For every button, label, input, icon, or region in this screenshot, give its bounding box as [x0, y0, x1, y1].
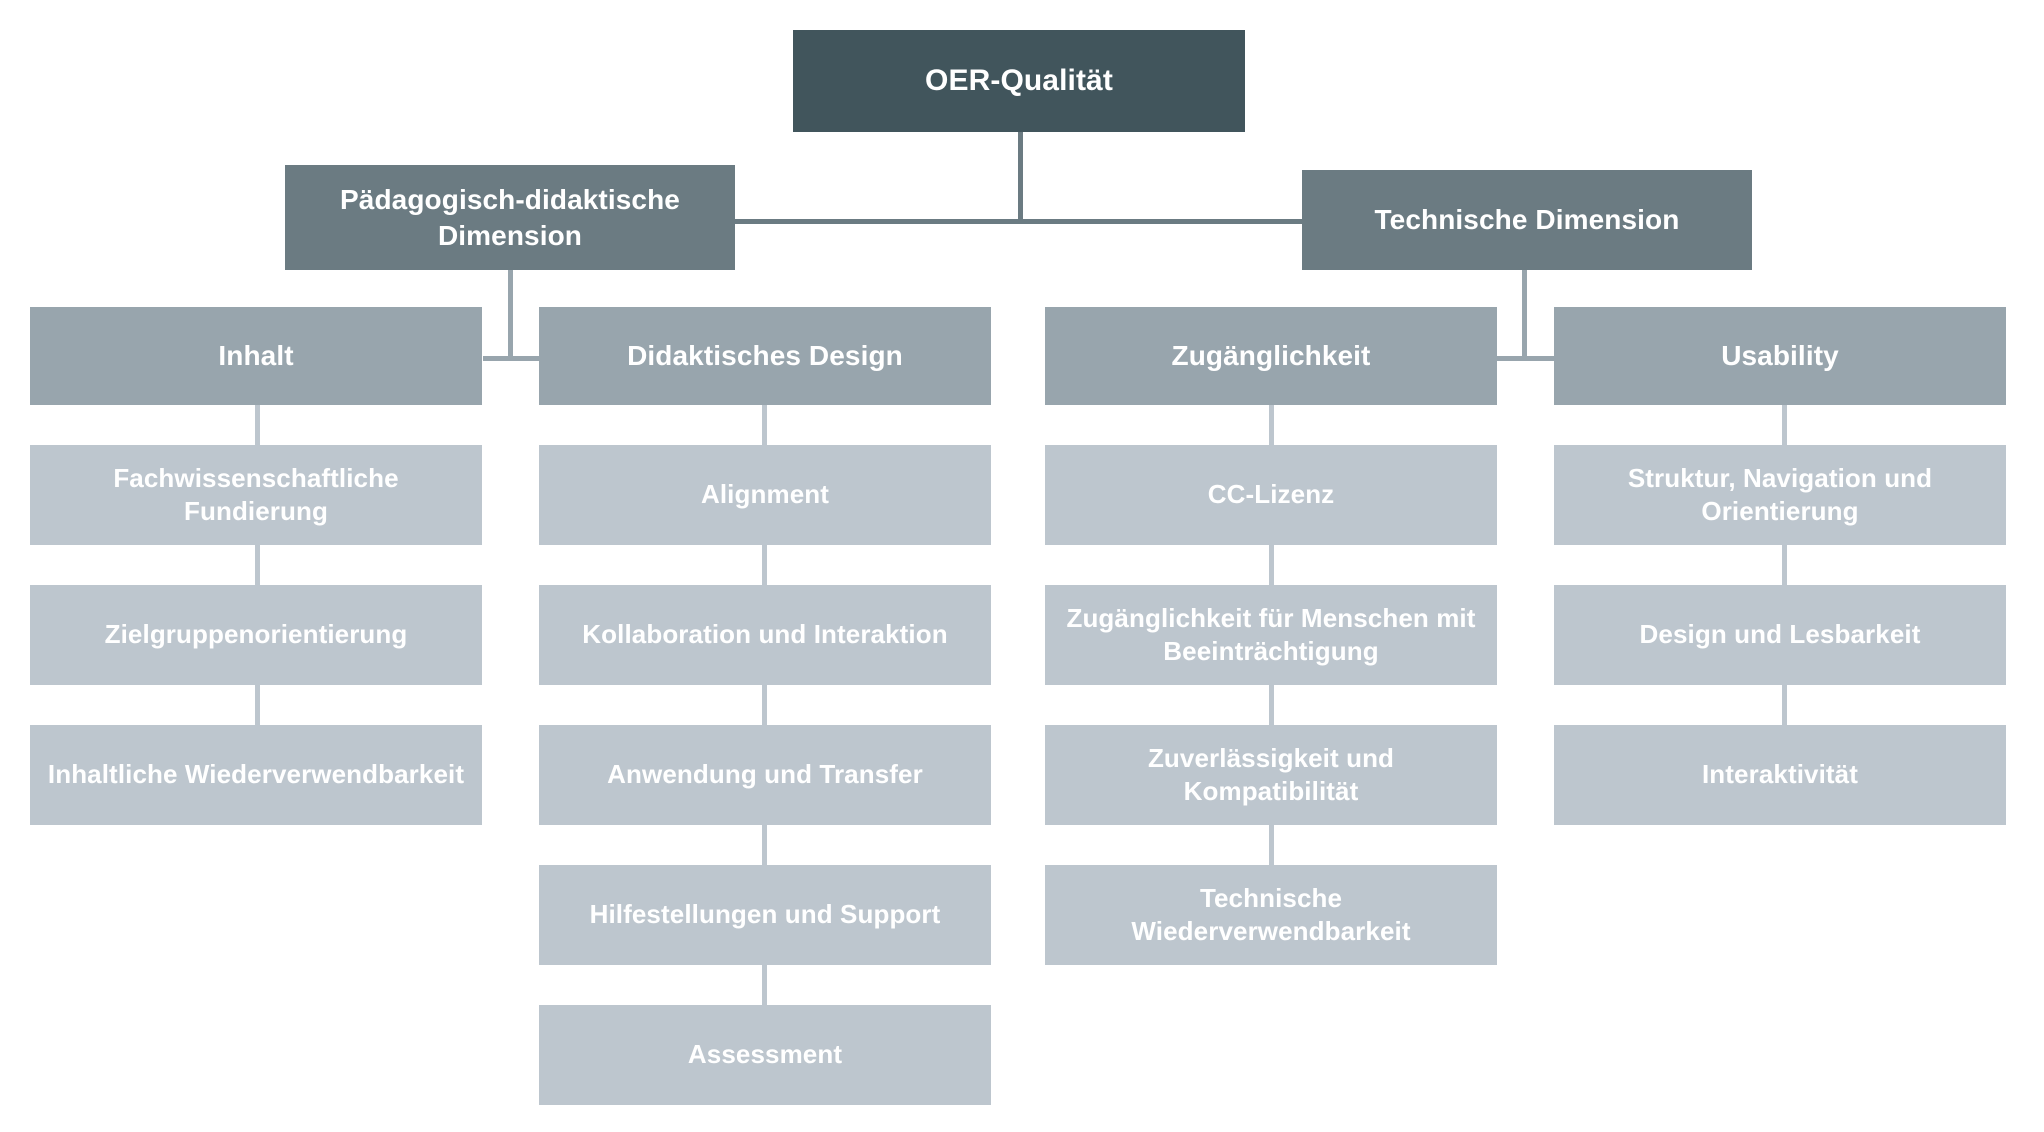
node-label: Zugänglichkeit: [1171, 340, 1371, 372]
leaf-technische-wiederverwendbarkeit[interactable]: Technische Wiederverwendbarkeit: [1045, 865, 1497, 965]
node-technische-dimension[interactable]: Technische Dimension: [1302, 170, 1752, 270]
connector-col3-1: [1269, 405, 1274, 445]
connector-col1-1: [255, 405, 260, 445]
connector-col3-2: [1269, 545, 1274, 585]
connector-col4-2: [1782, 545, 1787, 585]
node-label: Assessment: [687, 1039, 843, 1070]
node-label: Usability: [1721, 340, 1839, 372]
leaf-cc-lizenz[interactable]: CC-Lizenz: [1045, 445, 1497, 545]
leaf-kollaboration-und-interaktion[interactable]: Kollaboration und Interaktion: [539, 585, 991, 685]
node-label: Design und Lesbarkeit: [1639, 619, 1921, 650]
connector-col1-3: [255, 685, 260, 725]
leaf-alignment[interactable]: Alignment: [539, 445, 991, 545]
connector-col2-3: [762, 685, 767, 725]
node-oer-qualitaet[interactable]: OER-Qualität: [793, 30, 1245, 132]
node-label: Zugänglichkeit für Menschen mit Beeinträ…: [1066, 602, 1476, 666]
connector-paed-down: [508, 270, 513, 360]
node-label: Zuverlässigkeit und Kompatibilität: [1147, 742, 1395, 806]
leaf-struktur-navigation-und-orientierung[interactable]: Struktur, Navigation und Orientierung: [1554, 445, 2006, 545]
leaf-zuverlaessigkeit-und-kompatibilitaet[interactable]: Zuverlässigkeit und Kompatibilität: [1045, 725, 1497, 825]
connector-col2-2: [762, 545, 767, 585]
connector-col3-4: [1269, 825, 1274, 865]
node-label: Kollaboration und Interaktion: [582, 619, 948, 650]
node-label: Interaktivität: [1701, 759, 1858, 790]
connector-dimension-spine: [735, 219, 1302, 224]
connector-col2-1: [762, 405, 767, 445]
node-label: CC-Lizenz: [1207, 479, 1335, 510]
node-label: Technische Dimension: [1374, 204, 1680, 236]
node-label: OER-Qualität: [925, 63, 1113, 97]
leaf-fachwissenschaftliche-fundierung[interactable]: Fachwissenschaftliche Fundierung: [30, 445, 482, 545]
node-label: Anwendung und Transfer: [607, 759, 923, 790]
node-zugaenglichkeit[interactable]: Zugänglichkeit: [1045, 307, 1497, 405]
leaf-inhaltliche-wiederverwendbarkeit[interactable]: Inhaltliche Wiederverwendbarkeit: [30, 725, 482, 825]
leaf-interaktivitaet[interactable]: Interaktivität: [1554, 725, 2006, 825]
connector-tech-down: [1522, 270, 1527, 360]
leaf-hilfestellungen-und-support[interactable]: Hilfestellungen und Support: [539, 865, 991, 965]
node-label: Technische Wiederverwendbarkeit: [1131, 882, 1411, 946]
connector-tech-category-spine: [1494, 356, 1554, 361]
node-label: Inhaltliche Wiederverwendbarkeit: [47, 759, 465, 790]
node-label: Alignment: [700, 479, 829, 510]
node-inhalt[interactable]: Inhalt: [30, 307, 482, 405]
connector-col4-1: [1782, 405, 1787, 445]
connector-col3-3: [1269, 685, 1274, 725]
node-label: Hilfestellungen und Support: [589, 899, 941, 930]
node-usability[interactable]: Usability: [1554, 307, 2006, 405]
node-label: Inhalt: [218, 340, 294, 372]
node-label: Didaktisches Design: [627, 340, 903, 372]
connector-root-down: [1018, 132, 1023, 223]
leaf-zugaenglichkeit-fuer-menschen-mit-beeintraechtigung[interactable]: Zugänglichkeit für Menschen mit Beeinträ…: [1045, 585, 1497, 685]
connector-col1-2: [255, 545, 260, 585]
connector-paed-category-spine: [483, 356, 541, 361]
connector-col2-4: [762, 825, 767, 865]
node-label: Fachwissenschaftliche Fundierung: [113, 462, 399, 526]
connector-col2-5: [762, 965, 767, 1005]
node-didaktisches-design[interactable]: Didaktisches Design: [539, 307, 991, 405]
node-label: Struktur, Navigation und Orientierung: [1627, 462, 1933, 526]
leaf-anwendung-und-transfer[interactable]: Anwendung und Transfer: [539, 725, 991, 825]
node-paedagogisch-didaktische-dimension[interactable]: Pädagogisch-didaktische Dimension: [285, 165, 735, 270]
connector-col4-3: [1782, 685, 1787, 725]
leaf-design-und-lesbarkeit[interactable]: Design und Lesbarkeit: [1554, 585, 2006, 685]
node-label: Pädagogisch-didaktische Dimension: [340, 183, 680, 251]
node-label: Zielgruppenorientierung: [104, 619, 408, 650]
leaf-assessment[interactable]: Assessment: [539, 1005, 991, 1105]
leaf-zielgruppenorientierung[interactable]: Zielgruppenorientierung: [30, 585, 482, 685]
